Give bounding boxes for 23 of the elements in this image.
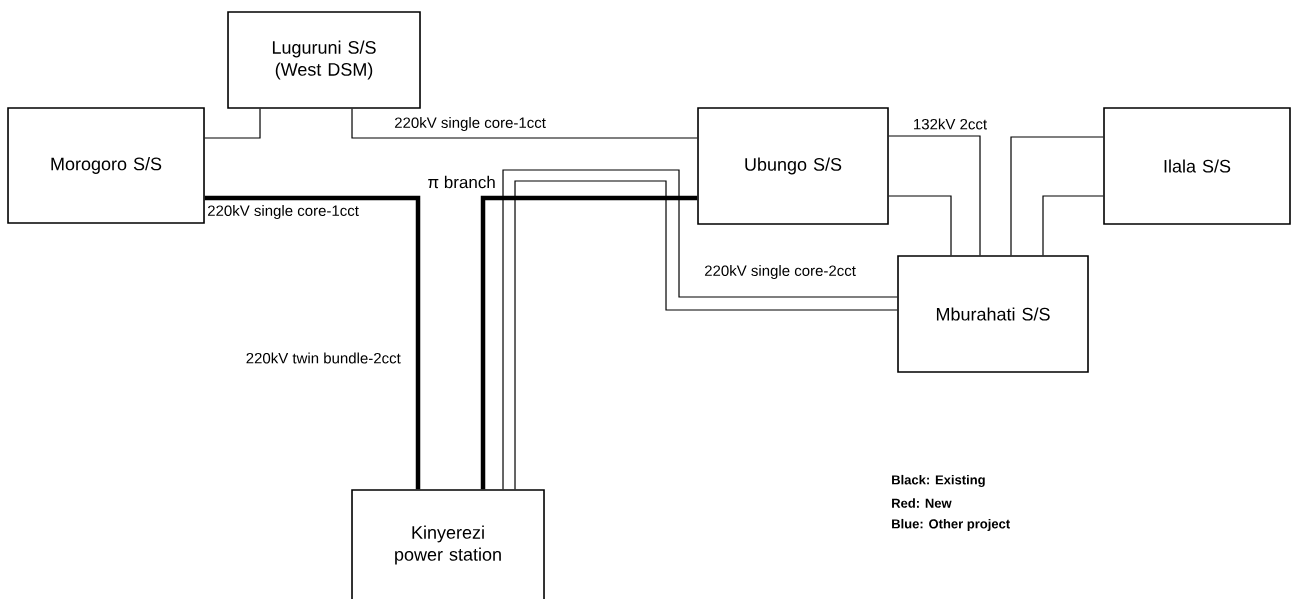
legend-text: Blue: Other project <box>890 517 1012 533</box>
legend-text: Red: New <box>890 497 953 509</box>
branch-label: π branch <box>426 174 497 190</box>
substation-box: Mburahati S/S <box>897 255 1089 373</box>
line-label: 220kV twin bundle-2cct <box>244 351 402 365</box>
power-line <box>204 195 421 490</box>
power-line <box>1010 136 1104 256</box>
substation-box: Kinyerezi power station <box>351 489 545 599</box>
edge-label: 220kV single core-1cct <box>393 116 547 132</box>
substation-box: Morogoro S/S <box>7 107 205 224</box>
edge-label: 220kV single core-1cct <box>206 204 360 220</box>
substation-box: Ubungo S/S <box>697 107 889 225</box>
power-line <box>888 195 952 256</box>
legend-text: Black: Existing <box>890 473 987 489</box>
power-line <box>1042 195 1104 256</box>
power-line <box>480 195 698 490</box>
power-line <box>351 108 698 139</box>
substation-box: Ilala S/S <box>1103 107 1291 225</box>
substation-box: Luguruni S/S (West DSM) <box>227 11 421 109</box>
line-label: 132kV 2cct <box>911 117 989 131</box>
power-line <box>888 135 981 256</box>
power-line <box>204 108 261 139</box>
line-label: 220kV single core-2cct <box>703 264 857 280</box>
